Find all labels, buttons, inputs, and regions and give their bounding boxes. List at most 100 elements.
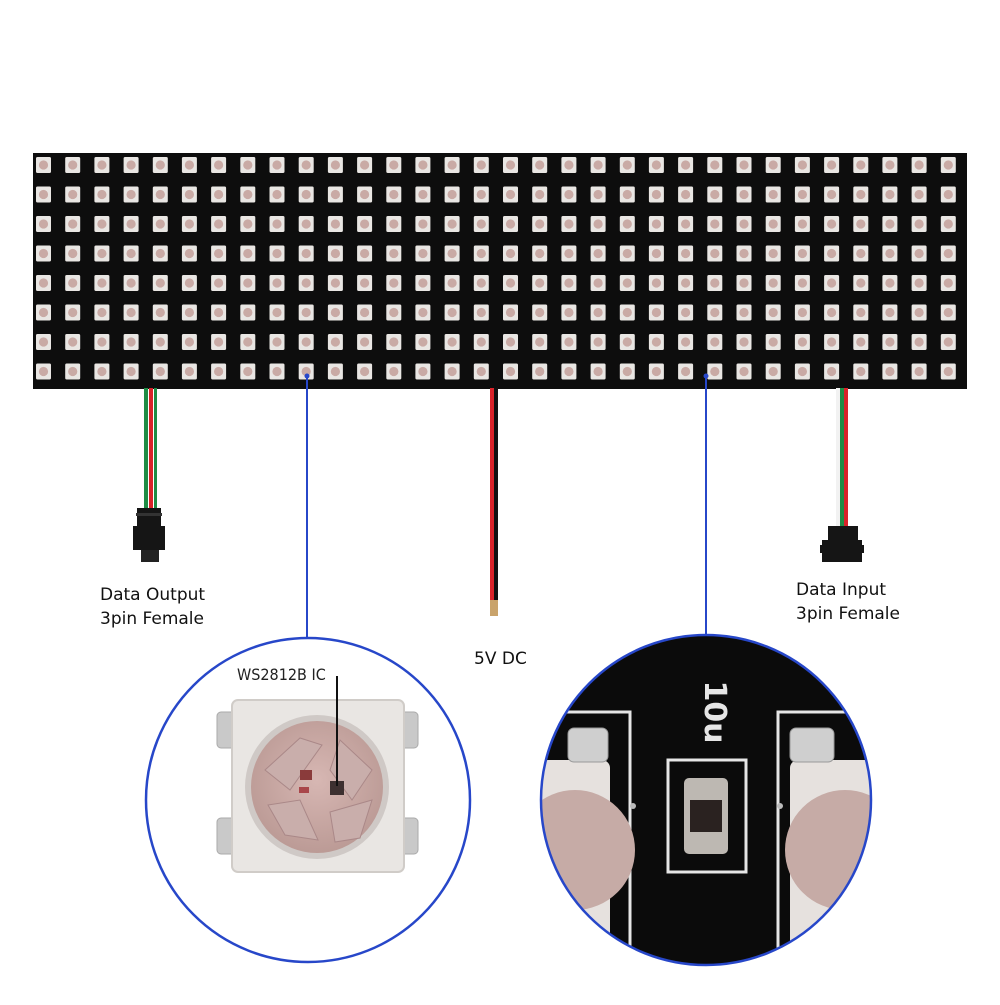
led-pixel-lens [68, 366, 78, 377]
led-pixel-lens [827, 307, 837, 318]
led-pixel-lens [447, 219, 457, 229]
led-pixel-lens [184, 278, 194, 288]
led-pixel-lens [710, 366, 720, 377]
led-pixel-lens [447, 307, 457, 318]
led-pixel-lens [330, 219, 340, 229]
led-pixel-lens [243, 219, 253, 229]
led-pixel-lens [739, 307, 749, 318]
led-pixel-lens [797, 337, 808, 347]
led-pixel-lens [476, 219, 486, 229]
led-pixel-lens [447, 337, 457, 347]
led-pixel-lens [330, 278, 340, 288]
led-pixel-lens [564, 278, 574, 288]
led-pixel-lens [214, 337, 224, 347]
led-pixel-lens [593, 278, 603, 288]
led-pixel-lens [243, 278, 253, 288]
led-pixel-lens [768, 219, 778, 229]
data-output-cable [133, 388, 165, 562]
led-pixel-lens [214, 160, 224, 170]
led-pixel-lens [914, 248, 924, 259]
led-pixel-lens [389, 248, 399, 259]
led-pixel-lens [418, 307, 428, 318]
led-pixel-lens [126, 307, 136, 318]
led-pixel-lens [68, 189, 78, 200]
led-pixel-lens [681, 307, 691, 318]
led-pixel-lens [68, 248, 78, 259]
led-pixel-lens [243, 307, 253, 318]
led-pixel-lens [710, 248, 720, 259]
led-pixel-lens [184, 160, 194, 170]
led-pixel-lens [856, 219, 866, 229]
led-pixel-lens [505, 337, 516, 347]
led-pixel-lens [943, 278, 953, 288]
led-pixel-lens [97, 278, 107, 288]
led-pixel-lens [243, 337, 253, 347]
led-pixel-lens [593, 366, 603, 377]
led-pixel-lens [68, 337, 78, 347]
led-pixel-lens [914, 219, 924, 229]
led-pixel-lens [651, 219, 662, 229]
led-pixel-lens [622, 307, 632, 318]
led-pixel-lens [330, 189, 340, 200]
led-pixel-lens [418, 219, 428, 229]
led-pixel-lens [564, 248, 574, 259]
led-pixel-lens [418, 160, 428, 170]
led-pixel-lens [360, 307, 370, 318]
led-pixel-lens [622, 189, 632, 200]
magnifier-left-ring [144, 636, 472, 964]
led-pixel-lens [535, 307, 545, 318]
led-pixel-lens [184, 248, 194, 259]
led-pixel-lens [38, 337, 49, 347]
led-pixel-lens [535, 219, 545, 229]
power-wires [490, 388, 498, 616]
led-pixel-lens [330, 248, 340, 259]
power-label: 5V DC [474, 649, 527, 669]
led-pixel-lens [126, 366, 136, 377]
led-pixel-lens [476, 307, 486, 318]
led-pixel-lens [827, 366, 837, 377]
led-pixel-lens [856, 366, 866, 377]
led-pixel-lens [681, 160, 691, 170]
led-pixel-lens [797, 248, 808, 259]
led-pixel-lens [710, 219, 720, 229]
led-pixel-lens [126, 189, 136, 200]
led-pixel-lens [651, 160, 662, 170]
led-pixel-lens [827, 189, 837, 200]
led-pixel-lens [301, 278, 311, 288]
led-pixel-lens [535, 278, 545, 288]
led-pixel-lens [622, 219, 632, 229]
led-pixel-lens [330, 337, 340, 347]
led-pixel-lens [126, 248, 136, 259]
led-pixel-lens [856, 189, 866, 200]
led-pixel-lens [739, 160, 749, 170]
led-pixel-lens [272, 337, 282, 347]
led-pixel-lens [97, 160, 107, 170]
led-pixel-lens [739, 366, 749, 377]
led-pixel-lens [272, 248, 282, 259]
led-pixel-lens [301, 189, 311, 200]
led-pixel-lens [505, 189, 516, 200]
led-pixel-lens [97, 337, 107, 347]
led-pixel-lens [593, 189, 603, 200]
led-pixel-lens [710, 160, 720, 170]
led-pixel-lens [885, 189, 895, 200]
ic-die [330, 781, 344, 795]
leader-dot-right [703, 373, 709, 379]
led-pixel-lens [418, 189, 428, 200]
led-pixel-lens [593, 307, 603, 318]
led-pixel-lens [214, 189, 224, 200]
led-lens [251, 721, 383, 853]
led-pixel-lens [681, 189, 691, 200]
led-pixel-lens [593, 248, 603, 259]
led-pixel-lens [301, 337, 311, 347]
led-pixel-lens [301, 366, 311, 377]
magnifier-right-ring [539, 633, 873, 967]
led-pixel-lens [38, 160, 49, 170]
led-pixel-lens [885, 337, 895, 347]
led-pixel-lens [360, 189, 370, 200]
led-pixel-lens [214, 307, 224, 318]
led-pixel-lens [476, 160, 486, 170]
led-pixel-lens [768, 160, 778, 170]
data-input-label: Data Input 3pin Female [796, 578, 900, 626]
led-pixel-lens [535, 337, 545, 347]
